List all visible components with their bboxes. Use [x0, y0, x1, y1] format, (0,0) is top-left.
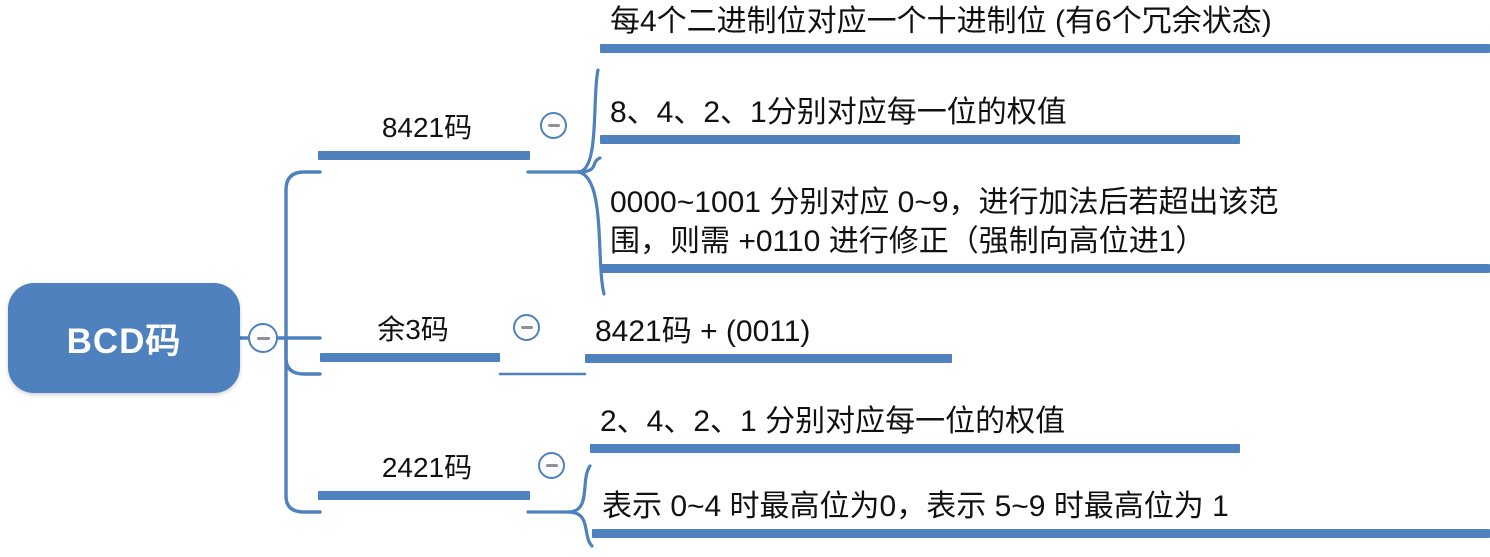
leaf-label: 0000~1001 分别对应 0~9，进行加法后若超出该范 围，则需 +0110…: [610, 186, 1279, 258]
topic-underline-bar: [320, 353, 500, 363]
leaf-label: 每4个二进制位对应一个十进制位 (有6个冗余状态): [610, 5, 1272, 38]
leaf-topic-2421-c2[interactable]: 表示 0~4 时最高位为0，表示 5~9 时最高位为 1: [592, 487, 1490, 538]
topic-underline-bar: [600, 44, 1490, 53]
topic-underline-bar: [600, 264, 1490, 273]
minus-glyph: [547, 124, 560, 127]
topic-underline-bar: [600, 135, 1240, 144]
branch-topic-2421[interactable]: 2421码: [318, 450, 530, 501]
root-node-label: BCD码: [66, 321, 182, 361]
branch-yu3-collapse-minus-icon[interactable]: [513, 314, 540, 341]
leaf-topic-yu3-c1[interactable]: 8421码 + (0011): [585, 312, 952, 363]
leaf-label: 8421码 + (0011): [595, 315, 811, 348]
topic-underline-bar: [585, 354, 952, 363]
root-node[interactable]: BCD码: [8, 283, 240, 393]
branch-topic-8421[interactable]: 8421码: [318, 110, 530, 161]
leaf-label: 2、4、2、1 分别对应每一位的权值: [600, 405, 1066, 438]
topic-underline-bar: [318, 151, 530, 161]
branch-label: 余3码: [377, 314, 449, 345]
topic-underline-bar: [592, 529, 1490, 538]
leaf-topic-8421-c2[interactable]: 8、4、2、1分别对应每一位的权值: [600, 93, 1240, 144]
branch-8421-collapse-minus-icon[interactable]: [540, 112, 567, 139]
leaf-topic-2421-c1[interactable]: 2、4、2、1 分别对应每一位的权值: [590, 402, 1240, 453]
leaf-topic-8421-c1[interactable]: 每4个二进制位对应一个十进制位 (有6个冗余状态): [600, 2, 1490, 53]
root-collapse-minus-icon[interactable]: [248, 323, 278, 353]
topic-underline-bar: [590, 444, 1240, 453]
topic-underline-bar: [318, 491, 530, 501]
minus-glyph: [545, 464, 558, 467]
leaf-topic-8421-c3[interactable]: 0000~1001 分别对应 0~9，进行加法后若超出该范 围，则需 +0110…: [600, 183, 1490, 273]
leaf-label: 表示 0~4 时最高位为0，表示 5~9 时最高位为 1: [602, 490, 1229, 523]
minus-glyph: [520, 326, 533, 329]
branch-topic-yu3[interactable]: 余3码: [320, 312, 500, 363]
leaf-label: 8、4、2、1分别对应每一位的权值: [610, 96, 1067, 129]
branch-label: 2421码: [381, 452, 473, 483]
branch-label: 8421码: [381, 112, 473, 143]
branch-2421-collapse-minus-icon[interactable]: [538, 452, 565, 479]
minus-glyph: [256, 336, 270, 340]
